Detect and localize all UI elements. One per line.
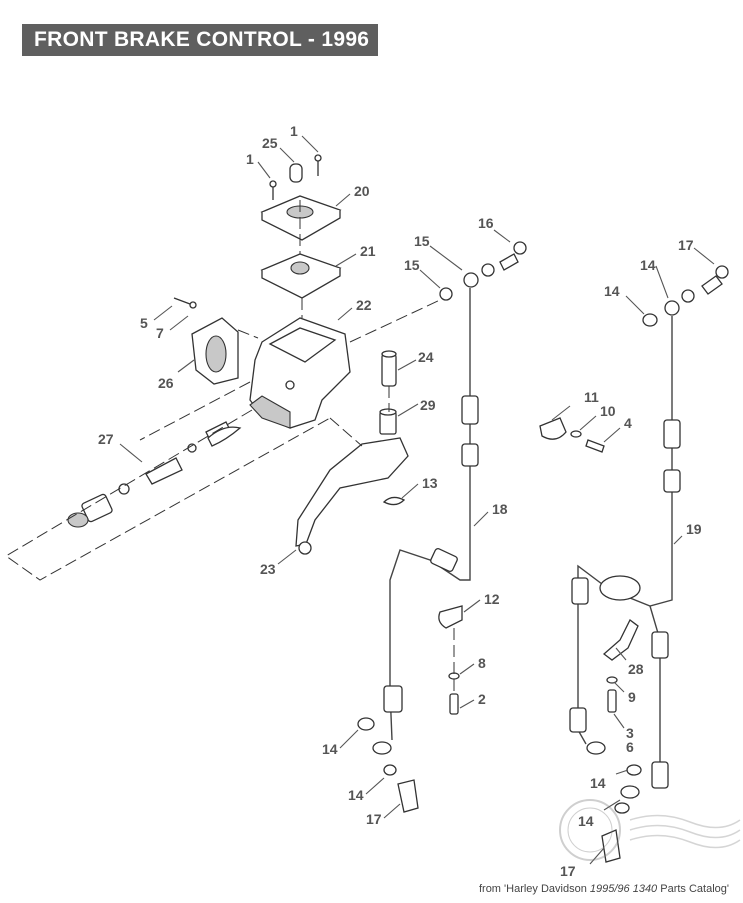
callout-22: 22: [356, 297, 372, 313]
cover-screw-right: [314, 154, 322, 176]
callout-26: 26: [158, 375, 174, 391]
brake-hose-18: [357, 241, 527, 813]
pivot-pin: [381, 350, 397, 387]
callout-14: 14: [348, 787, 364, 803]
source-credit: from 'Harley Davidson 1995/96 1340 Parts…: [479, 883, 729, 895]
callout-5: 5: [140, 315, 148, 331]
callout-18: 18: [492, 501, 508, 517]
bracket-28: [602, 619, 639, 713]
brake-lever: [295, 437, 409, 555]
callout-labels: 1 1 25 20 21 22 5 7 26 24 29 27 13 23 16…: [98, 123, 702, 879]
callout-17: 17: [678, 237, 694, 253]
piston-kit: [67, 421, 242, 528]
credit-prefix: from: [478, 883, 505, 895]
brake-hose-19: [569, 265, 729, 863]
callout-14: 14: [640, 257, 656, 273]
callout-28: 28: [628, 661, 644, 677]
handlebar-clamp: [191, 317, 239, 385]
callout-7: 7: [156, 325, 164, 341]
callout-13: 13: [422, 475, 438, 491]
callout-1: 1: [290, 123, 298, 139]
callout-17: 17: [560, 863, 576, 879]
credit-quote-open: 'Harley Davidson: [504, 883, 590, 895]
callout-24: 24: [418, 349, 434, 365]
retaining-ring: [382, 496, 406, 506]
callout-6: 6: [626, 739, 634, 755]
credit-suffix: Parts Catalog': [657, 883, 729, 895]
cover-screw-left: [269, 180, 277, 200]
postmark-stamp: [559, 799, 741, 861]
sight-plug: [289, 163, 303, 183]
clamp-screw: [173, 297, 197, 309]
callout-15: 15: [414, 233, 430, 249]
callout-14: 14: [322, 741, 338, 757]
callout-23: 23: [260, 561, 276, 577]
callout-21: 21: [360, 243, 376, 259]
callout-27: 27: [98, 431, 114, 447]
callout-2: 2: [478, 691, 486, 707]
callout-3: 3: [626, 725, 634, 741]
callout-4: 4: [624, 415, 632, 431]
callout-14: 14: [590, 775, 606, 791]
callout-17: 17: [366, 811, 382, 827]
callout-14: 14: [604, 283, 620, 299]
callout-16: 16: [478, 215, 494, 231]
hose-clamp-12: [438, 605, 463, 715]
callout-11: 11: [584, 389, 599, 405]
master-cylinder-group: [5, 154, 441, 581]
page-title: FRONT BRAKE CONTROL - 1996: [22, 24, 378, 56]
callout-12: 12: [484, 591, 500, 607]
callout-19: 19: [686, 521, 702, 537]
callout-10: 10: [600, 403, 616, 419]
master-cylinder-body: [249, 317, 351, 429]
leader-lines: [119, 135, 715, 865]
credit-italic: 1995/96 1340: [589, 883, 658, 895]
callout-14: 14: [578, 813, 594, 829]
callout-29: 29: [420, 397, 436, 413]
callout-15: 15: [404, 257, 420, 273]
hose-clip-11: [539, 417, 605, 453]
callout-9: 9: [628, 689, 636, 705]
pivot-bushing: [379, 408, 397, 435]
callout-20: 20: [354, 183, 370, 199]
diaphragm: [260, 253, 342, 299]
reservoir-cover: [260, 195, 342, 241]
callout-1: 1: [246, 151, 254, 167]
callout-8: 8: [478, 655, 486, 671]
callout-25: 25: [262, 135, 278, 151]
